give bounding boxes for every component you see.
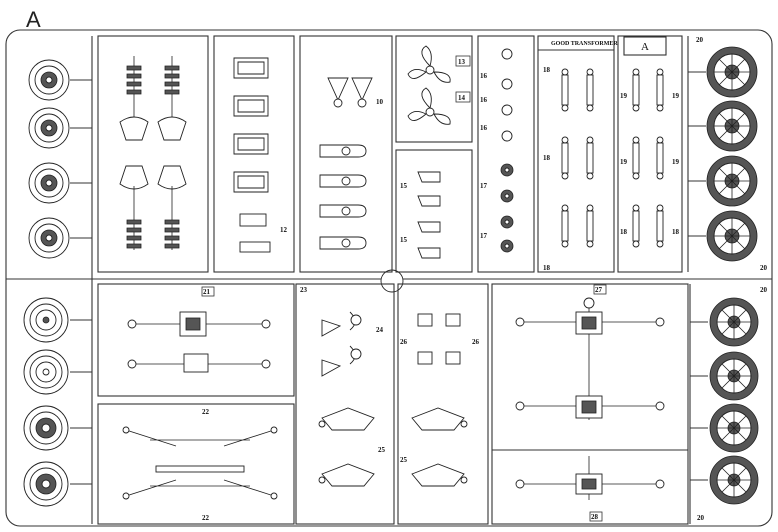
part-number-27: 27 [595,286,603,294]
part-number-17a: 17 [480,182,488,190]
sprue-gate-circle [380,269,404,293]
left-rim-wheels-bottom [23,297,69,507]
bottom-section-boxes [97,283,689,525]
part-number-19a: 19 [620,92,628,100]
fan-parts [407,45,451,125]
arm-parts [319,77,373,250]
wedge-parts [417,171,441,259]
sprue-letter: A [26,7,41,32]
right-tires-top [706,46,758,262]
right-runner [687,36,708,524]
triangle-parts [321,311,362,377]
part-number-12: 12 [280,226,288,234]
bracket-parts [233,57,271,253]
part-number-18b: 18 [543,264,551,272]
outer-frame [5,29,773,527]
left-hub-wheels-top [28,59,70,259]
part-number-18c: 18 [620,228,628,236]
part-number-10: 10 [376,98,384,106]
part-number-22a: 22 [202,408,210,416]
part-number-24: 24 [376,326,384,334]
part-number-16c: 16 [480,124,488,132]
part-number-20b: 20 [760,264,768,272]
part-number-20a: 20 [696,36,704,44]
part-number-21: 21 [203,288,211,296]
part-number-20d: 20 [697,514,705,522]
part-number-13: 13 [458,58,466,66]
part-number-14: 14 [458,94,466,102]
part-number-19b: 19 [672,92,680,100]
right-tires-bottom [709,297,759,505]
header-box-letter: A [641,41,649,53]
part-number-18a: 18 [543,66,551,74]
part-number-19c: 19 [620,158,628,166]
part-number-22b: 22 [202,514,210,522]
part-number-16a: 16 [480,72,488,80]
part-number-26a: 26 [400,338,408,346]
part-number-20c: 20 [760,286,768,294]
left-runner [70,36,93,524]
part-number-18d: 18 [672,228,680,236]
rear-axle-28 [515,456,665,500]
part-number-26b: 26 [472,338,480,346]
part-number-15b: 15 [400,236,408,244]
sprue-title: GOOD TRANSFORMER [551,41,618,47]
part-number-25a: 25 [378,446,386,454]
part-number-25b: 25 [400,456,408,464]
part-number-16b: 16 [480,96,488,104]
top-section-boxes [97,35,683,273]
rear-axle-27 [515,297,665,420]
part-number-18e: 18 [543,154,551,162]
part-number-15a: 15 [400,182,408,190]
part-number-19d: 19 [672,158,680,166]
a-arm-parts-25 [318,407,468,487]
plate-parts-26 [417,313,461,365]
shock-absorbers-19 [632,68,664,248]
knob-and-ring-parts [500,48,514,253]
front-axle-21 [127,311,271,373]
part-number-23: 23 [300,286,308,294]
coilover-suspension-parts [119,56,187,250]
link-parts-22 [122,426,278,500]
shock-absorbers-18 [561,68,594,248]
part-number-28: 28 [591,513,599,521]
part-number-17b: 17 [480,232,488,240]
